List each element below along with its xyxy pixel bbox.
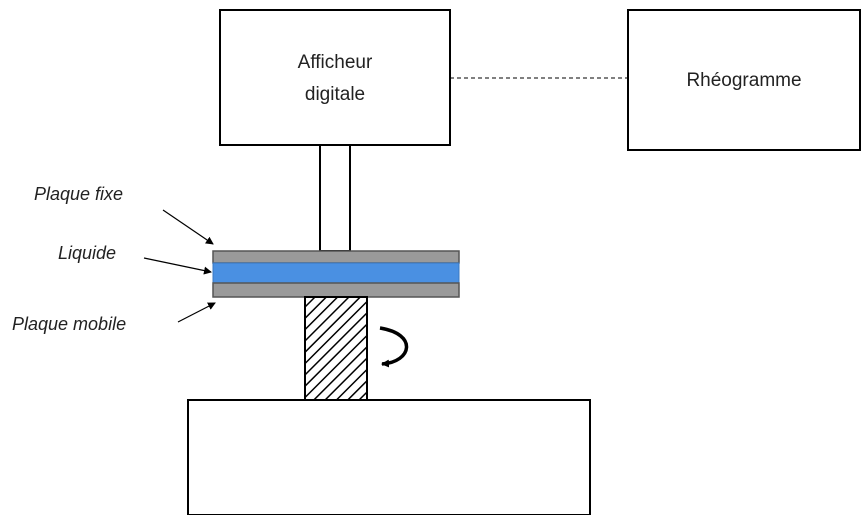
display-box: Afficheur digitale [219,9,451,146]
rotating-shaft [304,296,368,401]
display-box-label-line2: digitale [305,84,365,105]
curved-arrow-icon [379,326,409,368]
liquid-label: Liquide [58,243,116,263]
rheogram-box-label: Rhéogramme [686,70,801,91]
upper-shaft [319,144,351,252]
mobile-plate [212,282,460,298]
rheogram-box: Rhéogramme [627,9,861,151]
liquid-layer [212,262,460,284]
display-box-label-line1: Afficheur [298,52,373,73]
liquid-pointer [143,257,212,275]
fixed-plate-pointer [162,209,214,245]
fixed-plate-label: Plaque fixe [34,184,123,204]
mobile-plate-pointer [177,302,216,323]
plate-assembly [212,250,460,298]
fixed-plate [212,250,460,264]
base-box [187,399,591,515]
mobile-plate-label: Plaque mobile [12,314,126,334]
